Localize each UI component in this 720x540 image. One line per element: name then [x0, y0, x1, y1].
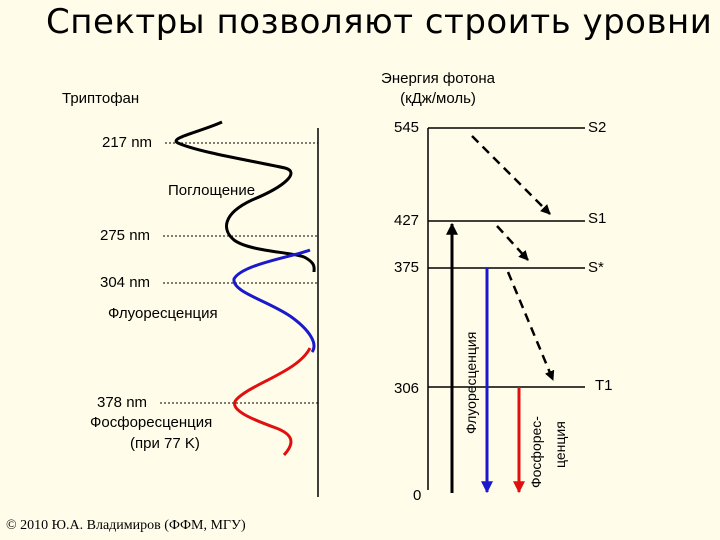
level-T1-value: 306 [394, 380, 420, 397]
relax-S1-Sstar-arrow [496, 225, 529, 261]
wavelength-378-label: 378 nm [97, 394, 148, 411]
level-S2-value: 545 [394, 119, 420, 136]
level-S2-name: S2 [588, 119, 607, 136]
wavelength-304-label: 304 nm [100, 274, 151, 291]
wavelength-217-label: 217 nm [102, 134, 153, 151]
level-zero-value: 0 [413, 487, 422, 504]
phosphorescence-arrow-label-line1: Фосфорес- [528, 416, 544, 488]
absorption-curve [174, 120, 316, 273]
fluorescence-arrow-label: Флуоресценция [463, 331, 479, 434]
level-Sstar-name: S* [588, 259, 604, 276]
energy-axis-title-line1: Энергия фотона [381, 70, 495, 87]
absorption-label: Поглощение [168, 182, 256, 199]
intersystem-crossing-arrow [506, 271, 555, 381]
phosphorescence-curve [233, 347, 312, 457]
level-T1-name: T1 [595, 377, 613, 394]
wavelength-275-label: 275 nm [100, 227, 151, 244]
energy-axis-title-line2: (кДж/моль) [400, 90, 476, 107]
relax-S2-S1-arrow [471, 135, 551, 215]
phosphorescence-condition-label: (при 77 K) [130, 435, 200, 452]
level-S1-name: S1 [588, 210, 607, 227]
slide-title: Спектры позволяют строить уровни [46, 2, 713, 42]
fluorescence-label: Флуоресценция [108, 305, 218, 322]
fluorescence-curve [232, 248, 316, 353]
level-S1-value: 427 [394, 212, 420, 229]
level-Sstar-value: 375 [394, 259, 420, 276]
phosphorescence-label: Фосфоресценция [90, 414, 213, 431]
phosphorescence-arrow-label-line2: ценция [552, 421, 568, 468]
molecule-label: Триптофан [62, 90, 140, 107]
copyright-text: © 2010 Ю.А. Владимиров (ФФМ, МГУ) [6, 518, 246, 533]
